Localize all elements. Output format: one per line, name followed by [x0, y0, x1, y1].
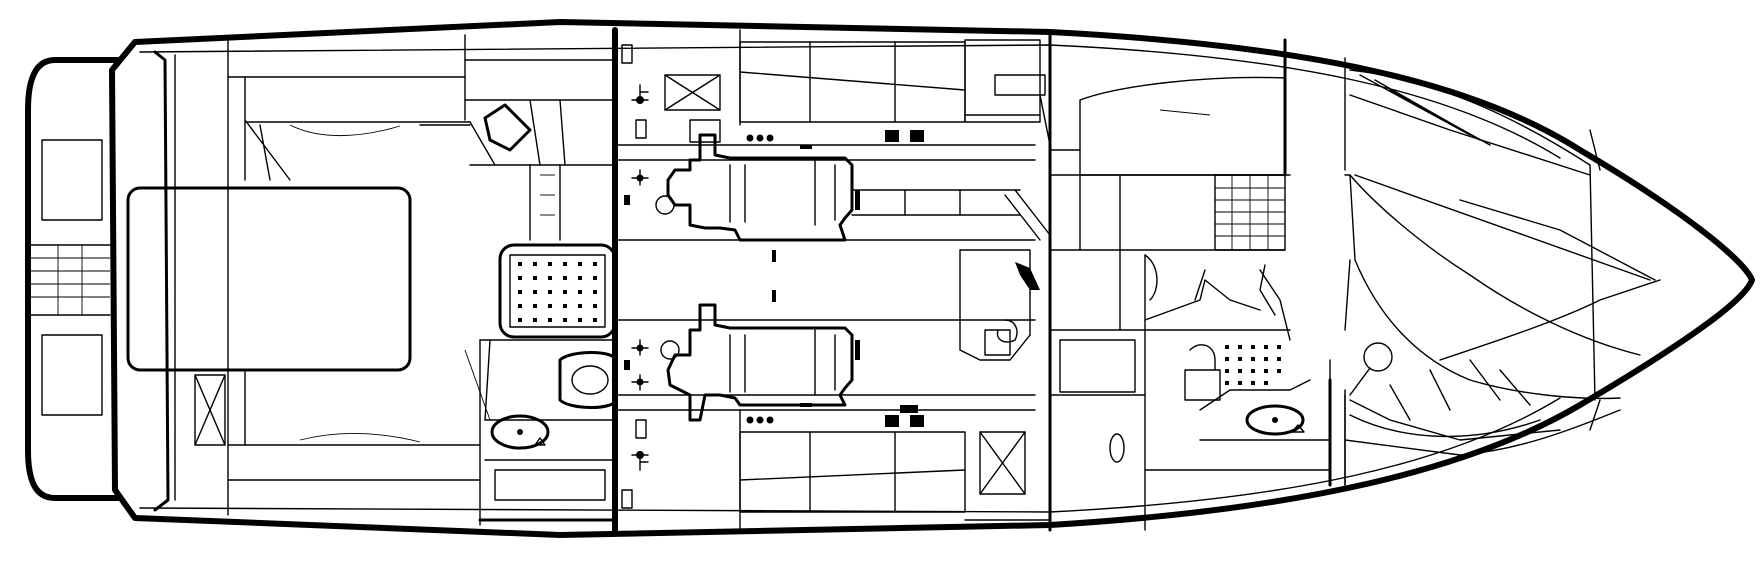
aft-head: [464, 339, 617, 526]
forward-stateroom-v-berth: [1283, 38, 1661, 487]
engine-room: [612, 27, 1036, 533]
dinette-table: [498, 243, 617, 339]
forward-bulkhead: [1048, 33, 1291, 532]
generator: [959, 189, 1051, 361]
swim-platform: [25, 57, 121, 501]
helm-area: [464, 34, 616, 241]
interior-details: [1049, 109, 1351, 331]
stateroom-bottom: [739, 409, 1125, 531]
aft-cockpit: [126, 39, 481, 516]
starboard-engine: [624, 133, 1021, 262]
port-engine: [624, 290, 860, 422]
forward-cabin-port-side: [1079, 39, 1286, 251]
forward-head: [1144, 269, 1331, 481]
hull-outline: [109, 19, 1755, 538]
stateroom-top: [739, 29, 1051, 146]
